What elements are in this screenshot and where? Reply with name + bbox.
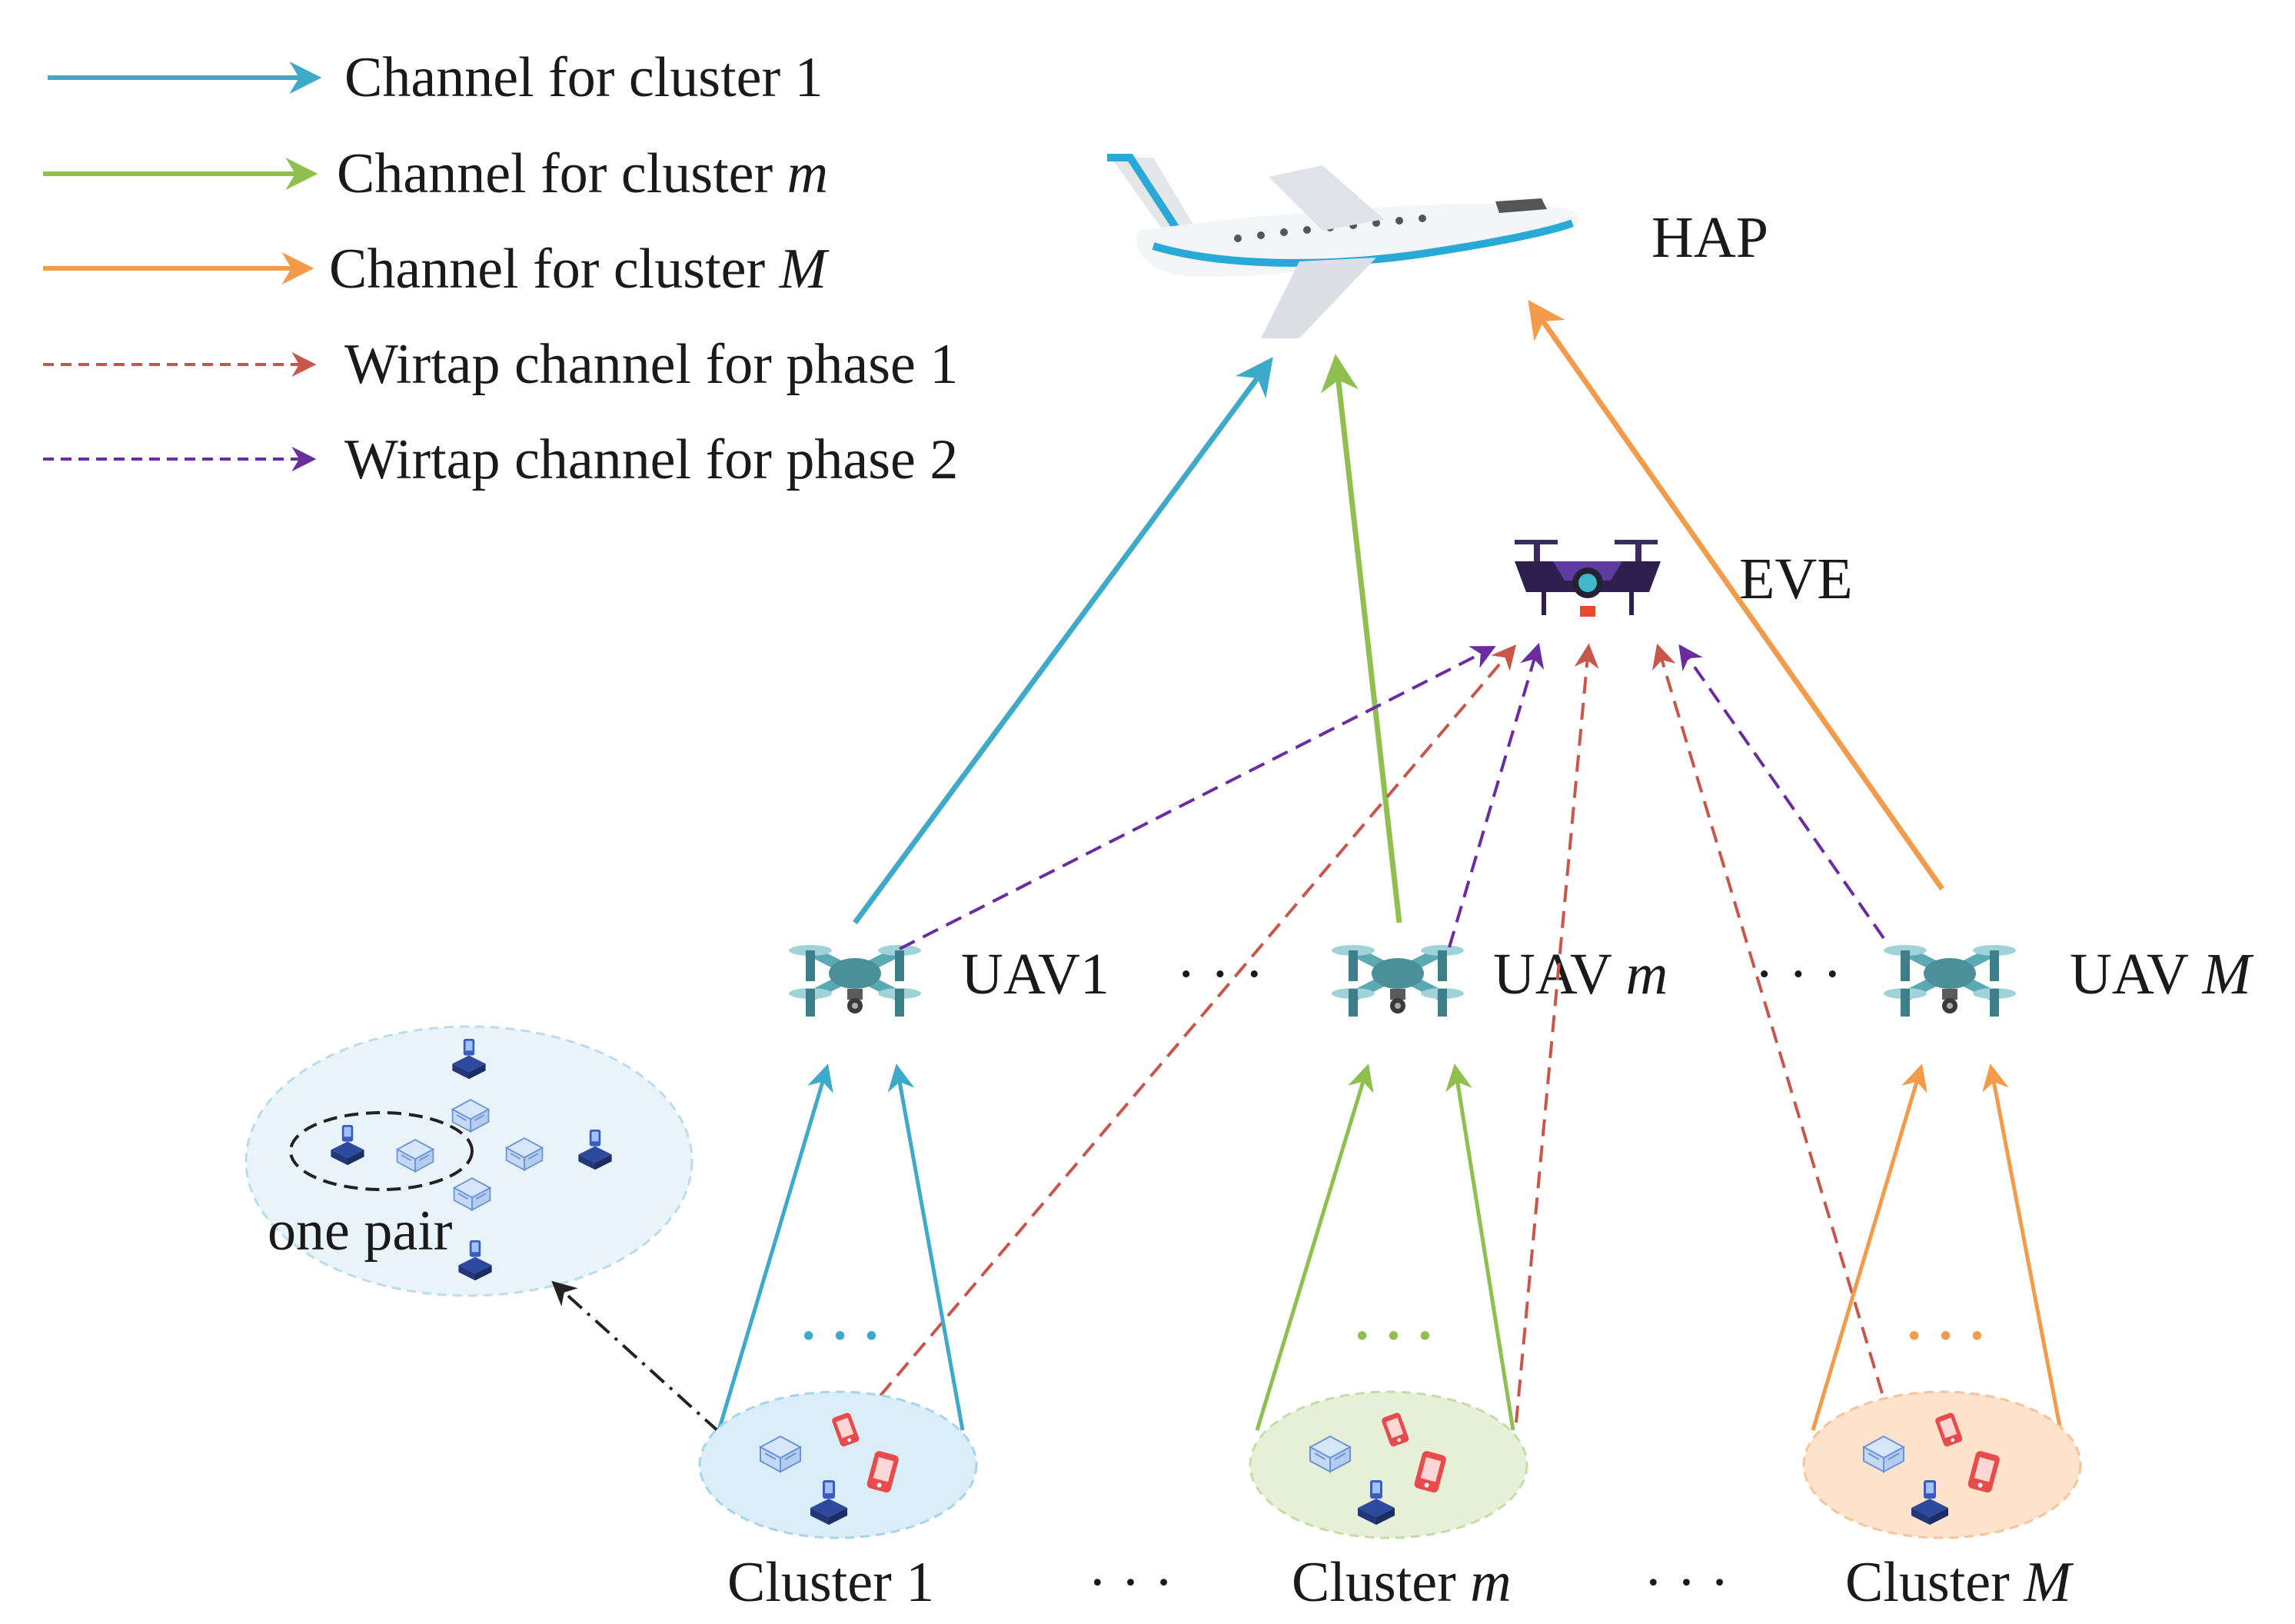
cluster-1-links [717, 1063, 965, 1431]
uav-drone-icon [789, 945, 921, 1017]
cluster-m-ellipsis: · · · [1353, 1306, 1434, 1366]
svg-text:UAV M: UAV M [2070, 942, 2253, 1007]
legend-entry-cluster-M: Channel for cluster M [43, 238, 830, 301]
wiretap-phase-1-links [879, 643, 1884, 1423]
ellipsis-uav-right: · · · [1755, 942, 1842, 1007]
cluster-1: · · · [698, 1306, 978, 1539]
uav-drone-icon [1884, 945, 2016, 1017]
airplane-icon [1107, 154, 1579, 338]
legend-label-italic: m [787, 142, 828, 205]
uav1-label: UAV1 [961, 942, 1109, 1007]
legend-label: Wirtap channel for phase 1 [344, 333, 958, 396]
eve-label: EVE [1739, 547, 1853, 611]
cluster-M-links [1811, 1063, 2063, 1431]
uavm-label-italic: m [1625, 942, 1668, 1007]
one-pair-zoom: one pair [244, 1025, 693, 1297]
legend-label-italic: M [779, 238, 830, 301]
legend-entry-cluster-1: Channel for cluster 1 [48, 46, 823, 109]
legend-entry-wiretap-phase-1: Wirtap channel for phase 1 [43, 333, 958, 396]
channel-uavM-hap [1528, 299, 1944, 891]
legend-entry-cluster-m: Channel for cluster m [43, 142, 828, 205]
wiretap-phase-2-links [899, 642, 1885, 950]
svg-text:Cluster 1: Cluster 1 [727, 1551, 934, 1614]
ellipsis-uav-left: · · · [1176, 942, 1264, 1007]
cluster-1-label: Cluster 1 [727, 1551, 934, 1614]
legend-label: Wirtap channel for phase 2 [344, 428, 958, 491]
cluster-m-label: Cluster [1292, 1551, 1470, 1614]
cluster-M-label-italic: M [2023, 1551, 2074, 1614]
cluster-M-ellipsis: · · · [1905, 1306, 1986, 1366]
svg-text:Cluster M: Cluster M [1845, 1551, 2074, 1614]
svg-text:UAV m: UAV m [1493, 942, 1668, 1007]
hap-label: HAP [1651, 205, 1768, 270]
cluster-M: · · · [1802, 1306, 2082, 1539]
ellipsis-cluster-right: · · · [1644, 1551, 1729, 1614]
legend-entry-wiretap-phase-2: Wirtap channel for phase 2 [43, 428, 958, 491]
svg-text:Cluster m: Cluster m [1292, 1551, 1512, 1614]
cluster-M-label: Cluster [1845, 1551, 2024, 1614]
svg-text:Channel for cluster M: Channel for cluster M [329, 238, 830, 301]
zoom-pointer [551, 1280, 720, 1433]
uav-drone-icon [1332, 945, 1464, 1017]
legend-label: Channel for cluster [337, 142, 787, 205]
legend-label: Channel for cluster 1 [344, 46, 823, 109]
uavM-label: UAV [2070, 942, 2202, 1007]
channel-uav1-hap [853, 357, 1273, 925]
ellipsis-cluster-left: · · · [1088, 1551, 1173, 1614]
cluster-m-links [1255, 1063, 1515, 1431]
cluster-1-ellipsis: · · · [800, 1306, 880, 1366]
svg-text:Channel for cluster m: Channel for cluster m [337, 142, 828, 205]
cluster-m-label-italic: m [1470, 1551, 1511, 1614]
uavM-label-italic: M [2201, 942, 2253, 1007]
one-pair-label: one pair [268, 1200, 452, 1263]
legend-label: Channel for cluster [329, 238, 780, 301]
cluster-m: · · · [1249, 1306, 1528, 1539]
legend: Channel for cluster 1 Channel for cluste… [43, 46, 958, 491]
eavesdropper-drone-icon [1515, 540, 1661, 617]
channel-uavm-hap [1321, 354, 1402, 923]
